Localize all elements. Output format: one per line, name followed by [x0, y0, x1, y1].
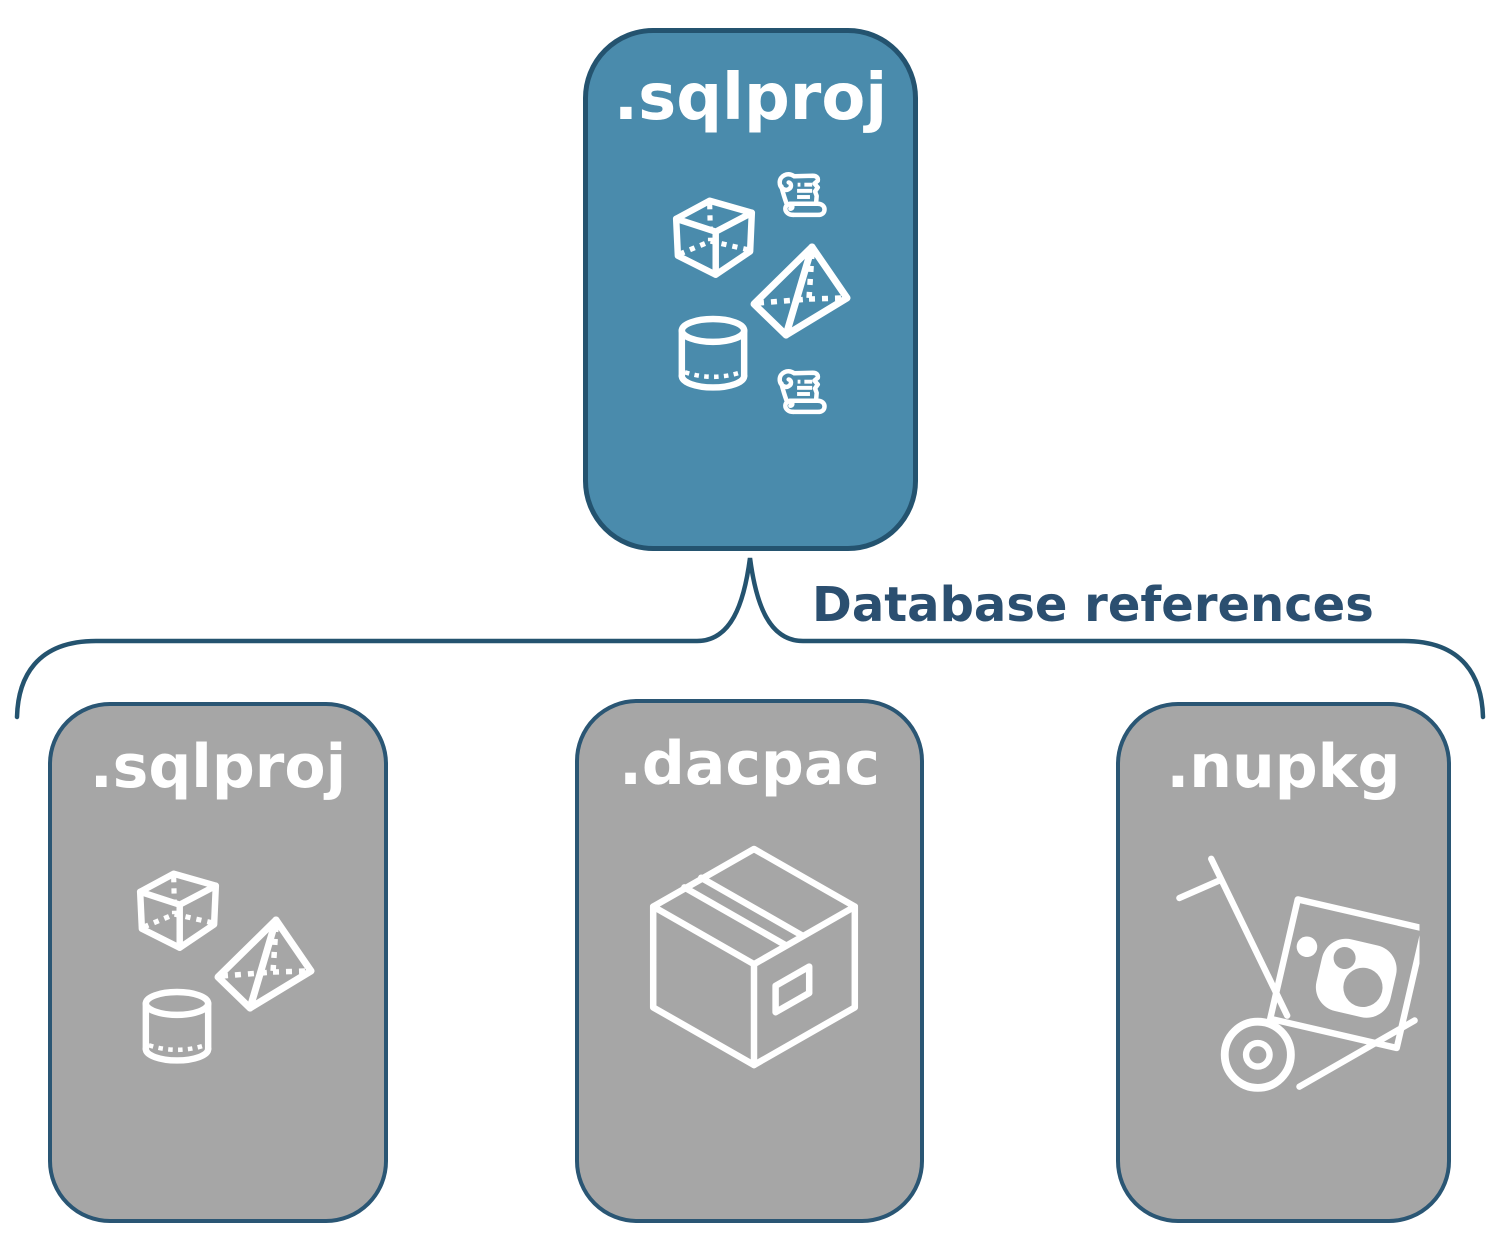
sql-objects-icon-cluster [132, 836, 322, 1098]
cube-icon [676, 201, 752, 275]
script-scroll-icon [780, 371, 825, 412]
connector-label: Database references [812, 577, 1374, 633]
node-nupkg: .nupkg [1116, 702, 1451, 1223]
script-scroll-icon [780, 174, 825, 215]
node-label: .dacpac [619, 729, 880, 799]
pyramid-icon [754, 247, 847, 335]
cube-icon [140, 874, 216, 948]
node-dacpac: .dacpac [575, 699, 924, 1223]
node-sqlproj-root: .sqlproj [583, 28, 918, 551]
pyramid-icon [218, 920, 311, 1008]
node-label: .nupkg [1166, 732, 1401, 802]
node-label: .sqlproj [613, 61, 888, 135]
sql-objects-icon-cluster [668, 163, 858, 425]
nuget-hand-truck-icon [1172, 849, 1422, 1094]
node-label: .sqlproj [89, 732, 347, 802]
node-sqlproj-child: .sqlproj [48, 702, 388, 1223]
cylinder-icon [146, 992, 208, 1060]
cylinder-icon [682, 319, 744, 387]
package-box-icon [634, 831, 874, 1083]
